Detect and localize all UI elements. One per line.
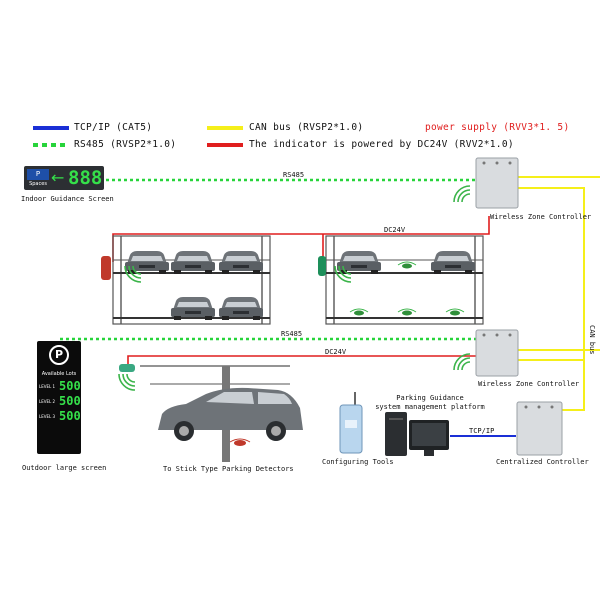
spaces-label: Spaces bbox=[29, 181, 47, 187]
centralized-controller bbox=[516, 401, 563, 456]
level-row: LEVEL 2 500 bbox=[39, 394, 81, 408]
suv-car-icon bbox=[158, 387, 303, 446]
outdoor-large-screen: P Available Lots LEVEL 1 500 LEVEL 2 500… bbox=[37, 341, 81, 454]
legend-power-label: power supply (RVV3*1. 5) bbox=[425, 122, 570, 133]
tcpip-label: TCP/IP bbox=[469, 427, 495, 435]
wireless-zone-controller-2 bbox=[453, 329, 519, 377]
wireless-zone-controller-1 bbox=[453, 157, 519, 209]
parking-rack-left bbox=[101, 235, 271, 325]
parking-p-badge: P bbox=[27, 169, 49, 180]
legend-canbus-label: CAN bus (RVSP2*1.0) bbox=[249, 122, 364, 133]
wireless-zone-controller-2-label: Wireless Zone Controller bbox=[478, 380, 580, 388]
level-row: LEVEL 1 500 bbox=[39, 379, 81, 393]
configuring-tool-icon bbox=[339, 392, 363, 454]
dc24v-label-top: DC24V bbox=[384, 226, 406, 234]
canbus-line-central bbox=[562, 360, 585, 411]
arrow-left-icon: ← bbox=[51, 168, 65, 187]
indoor-count: 888 bbox=[68, 167, 103, 189]
outdoor-screen-caption: Outdoor large screen bbox=[22, 464, 107, 472]
dc24v-label-mid: DC24V bbox=[325, 348, 347, 356]
platform-caption-line2: system management platform bbox=[375, 403, 485, 411]
dc24v-line-top bbox=[112, 216, 490, 262]
configuring-tools-caption: Configuring Tools bbox=[322, 458, 394, 466]
dc24v-line-mid bbox=[127, 355, 476, 366]
detectors-caption: To Stick Type Parking Detectors bbox=[163, 465, 294, 473]
parking-rack-right bbox=[318, 235, 484, 325]
parking-logo-icon: P bbox=[49, 345, 69, 365]
legend-indicator-label: The indicator is powered by DC24V (RVV2*… bbox=[249, 139, 514, 150]
wireless-zone-controller-1-label: Wireless Zone Controller bbox=[490, 213, 592, 221]
level-row: LEVEL 3 500 bbox=[39, 409, 81, 423]
legend-rs485-label: RS485 (RVSP2*1.0) bbox=[74, 139, 177, 150]
centralized-controller-label: Centralized Controller bbox=[496, 458, 589, 466]
rs485-label-mid: RS485 bbox=[281, 330, 303, 338]
indoor-screen-caption: Indoor Guidance Screen bbox=[21, 195, 114, 203]
available-lots-title: Available Lots bbox=[41, 371, 77, 377]
legend-tcpip-label: TCP/IP (CAT5) bbox=[74, 122, 153, 133]
indoor-guidance-screen: P Spaces ← 888 bbox=[24, 166, 104, 190]
rs485-label-top: RS485 bbox=[283, 171, 305, 179]
canbus-line-zone bbox=[517, 187, 585, 361]
management-pc-icon bbox=[385, 412, 449, 456]
platform-caption-line1: Parking Guidance bbox=[396, 394, 464, 402]
canbus-label: CAN bus bbox=[588, 325, 596, 355]
